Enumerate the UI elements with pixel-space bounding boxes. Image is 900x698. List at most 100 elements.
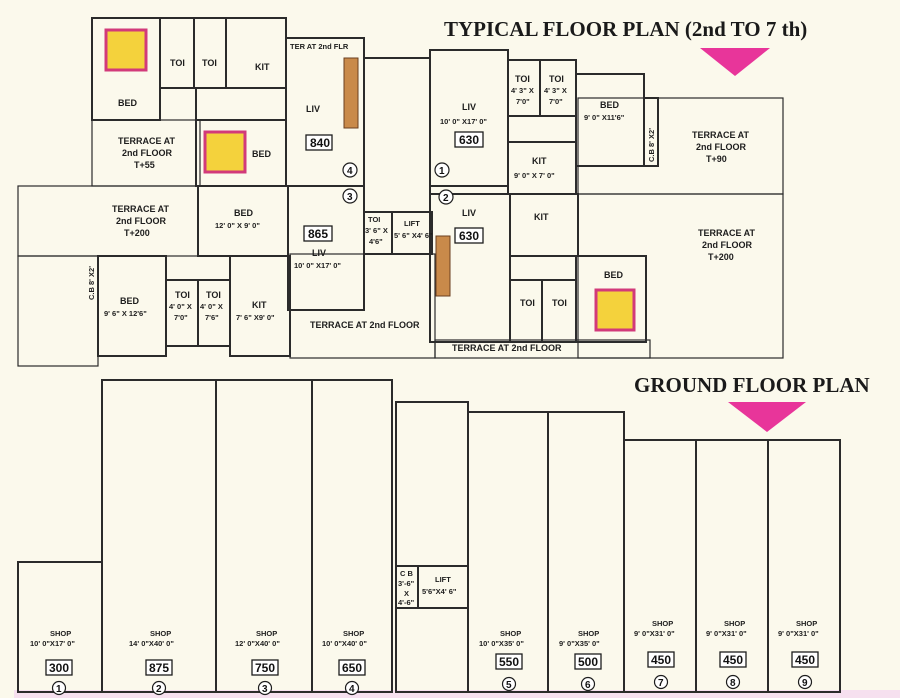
dim2-toi-b-top-right: 7'0" xyxy=(549,97,563,106)
shop-area: 450 xyxy=(795,653,815,667)
label-toi-core: TOI xyxy=(368,215,380,224)
area-box-865 xyxy=(303,225,333,242)
terrace-4-line2: 2nd FLOOR xyxy=(702,240,752,250)
label-liv-top-right: LIV xyxy=(462,102,476,112)
label-toi-a-bottom-left: TOI xyxy=(175,290,190,300)
room-toi-a-bottom-right xyxy=(509,279,543,343)
shop-label: SHOP xyxy=(343,629,364,638)
flat-number-1: 1 xyxy=(439,166,445,177)
terrace-1-line1: TERRACE AT xyxy=(118,136,175,146)
shop-area: 450 xyxy=(651,653,671,667)
label-lift-core: LIFT xyxy=(404,219,420,228)
terrace-left-low xyxy=(17,255,99,367)
shop-area: 550 xyxy=(499,655,519,669)
room-toi-b-bottom-right xyxy=(541,279,577,343)
shop-dim: 9' 0"X31' 0" xyxy=(778,629,819,638)
area-box-630-top xyxy=(454,131,484,148)
shop-label: SHOP xyxy=(50,629,71,638)
shop-label: SHOP xyxy=(796,619,817,628)
dim2-toi-a-bottom-left: 7'0" xyxy=(174,313,188,322)
stairs-typical xyxy=(363,57,431,213)
arrow-icon-typical xyxy=(700,48,770,76)
dim-lift-ground: 5'6"X4' 6" xyxy=(422,587,457,596)
area-box-840 xyxy=(305,134,333,151)
terrace-3-line3: T+90 xyxy=(706,154,727,164)
shop-dim: 12' 0"X40' 0" xyxy=(235,639,280,648)
room-toi-a-top-left xyxy=(159,17,195,89)
shop-8: SHOP 9' 0"X31' 0" 450 8 xyxy=(706,619,747,690)
shop-num-circle xyxy=(580,676,596,692)
shop-5: SHOP 10' 0"X35' 0" 550 5 xyxy=(479,629,524,692)
shop-dim: 10' 0"X40' 0" xyxy=(322,639,367,648)
dim-bed-mid-left: 12' 0" X 9' 0" xyxy=(215,221,260,230)
shop-label: SHOP xyxy=(256,629,277,638)
room-toi-b-top-left xyxy=(193,17,227,89)
terrace-4-line3: T+200 xyxy=(708,252,734,262)
sofa-icon-1 xyxy=(343,57,359,129)
terrace-2-line3: T+200 xyxy=(124,228,150,238)
label-cb-ground-1: C B xyxy=(400,569,414,578)
dim-liv-bottom-left: 10' 0" X17' 0" xyxy=(294,261,341,270)
num-circle-2 xyxy=(438,189,454,205)
stairs-ground-lower xyxy=(395,607,469,693)
shop-1: SHOP 10' 0"X17' 0" 300 1 xyxy=(30,629,75,696)
terrace-2-line2: 2nd FLOOR xyxy=(116,216,166,226)
room-liv-top-right xyxy=(429,49,509,187)
label-cb-ground-2: 3'-6" xyxy=(398,579,415,588)
ground-floor-base xyxy=(14,690,900,698)
dim2-toi-a-top-right: 7'0" xyxy=(516,97,530,106)
shop-dim: 9' 0"X35' 0" xyxy=(559,639,600,648)
shop-area: 650 xyxy=(342,661,362,675)
shop-label: SHOP xyxy=(724,619,745,628)
terrace-4-line1: TERRACE AT xyxy=(698,228,755,238)
shop-num-circle xyxy=(344,680,360,696)
shop-dim: 9' 0"X31' 0" xyxy=(706,629,747,638)
label-toi-a-bottom-right: TOI xyxy=(520,298,535,308)
typical-floor-plan xyxy=(17,17,784,367)
shop-label: SHOP xyxy=(652,619,673,628)
dim2-toi-core: 4'6" xyxy=(369,237,383,246)
label-bed2-top-left: BED xyxy=(252,149,272,159)
label-cb-ground-4: 4'-6" xyxy=(398,598,415,607)
area-630-bottom: 630 xyxy=(459,229,479,243)
label-cb-ground-3: X xyxy=(404,589,409,598)
shop-num-circle xyxy=(257,680,273,696)
shop-6-box xyxy=(547,411,625,693)
shop-num-circle xyxy=(151,680,167,696)
label-cb-bottom-left: C.B 8' X2' xyxy=(87,266,96,300)
label-toi-b-bottom-right: TOI xyxy=(552,298,567,308)
shop-area-box xyxy=(251,659,279,676)
area-630-top: 630 xyxy=(459,133,479,147)
room-bed-bottom-right xyxy=(575,255,647,343)
label-liv-bottom-left: LIV xyxy=(312,248,326,258)
shop-area-box xyxy=(647,651,675,668)
label-toi-b-top-left: TOI xyxy=(202,58,217,68)
shop-label: SHOP xyxy=(150,629,171,638)
bed-icon-2 xyxy=(203,130,247,174)
shop-label: SHOP xyxy=(578,629,599,638)
shop-area: 875 xyxy=(149,661,169,675)
area-840: 840 xyxy=(310,136,330,150)
label-lift-ground: LIFT xyxy=(435,575,451,584)
shop-dim: 10' 0"X17' 0" xyxy=(30,639,75,648)
label-bed-top-right: BED xyxy=(600,100,620,110)
label-kit-bottom-left: KIT xyxy=(252,300,267,310)
shop-area-box xyxy=(719,651,747,668)
dim-bed-bottom-left: 9' 6" X 12'6" xyxy=(104,309,147,318)
area-865: 865 xyxy=(308,227,328,241)
label-bed-top-left: BED xyxy=(118,98,138,108)
flat-number-4: 4 xyxy=(347,166,353,177)
shop-area-box xyxy=(791,651,819,668)
terrace-3-line2: 2nd FLOOR xyxy=(696,142,746,152)
shop-4: SHOP 10' 0"X40' 0" 650 4 xyxy=(322,629,367,696)
label-ter-top-left: TER AT 2nd FLR xyxy=(290,42,349,51)
terrace-2-line1: TERRACE AT xyxy=(112,204,169,214)
shop-number: 2 xyxy=(156,684,162,695)
dim-kit-top-right: 9' 0" X 7' 0" xyxy=(514,171,555,180)
shop-number: 4 xyxy=(349,684,355,695)
dim2-toi-b-bottom-left: 7'6" xyxy=(205,313,219,322)
terrace-left-mid xyxy=(17,185,199,257)
label-liv-bottom-right: LIV xyxy=(462,208,476,218)
room-kit-top-right xyxy=(507,141,577,195)
